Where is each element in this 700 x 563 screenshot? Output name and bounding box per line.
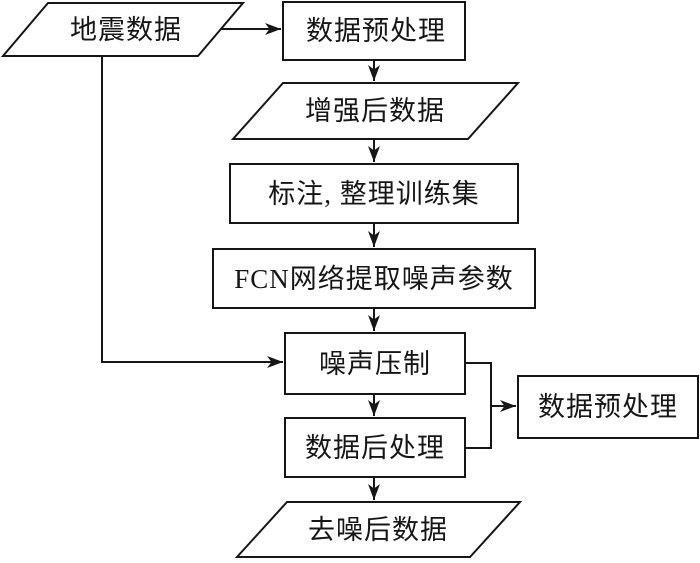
node-fcn-extract-noise-params-label: FCN网络提取噪声参数 bbox=[234, 264, 514, 294]
node-augmented-data-label: 增强后数据 bbox=[305, 96, 445, 126]
node-data-preprocessing-top: 数据预处理 bbox=[282, 1, 466, 61]
node-data-preprocessing-top-label: 数据预处理 bbox=[306, 16, 446, 46]
node-data-postprocessing: 数据后处理 bbox=[284, 417, 466, 478]
parallelogram-augmented-data bbox=[230, 82, 521, 140]
rect-data-preprocessing-right bbox=[517, 375, 699, 439]
node-augmented-data: 增强后数据 bbox=[230, 82, 521, 140]
rect-noise-suppression bbox=[284, 332, 466, 395]
node-denoised-data: 去噪后数据 bbox=[234, 501, 523, 558]
rect-data-postprocessing bbox=[284, 417, 466, 478]
node-label-organize-training-set: 标注, 整理训练集 bbox=[229, 163, 519, 224]
edge-seismic-to-suppression bbox=[101, 56, 283, 368]
rect-label-organize-training-set bbox=[229, 163, 519, 224]
rect-fcn-extract-noise-params bbox=[212, 248, 536, 309]
parallelogram-seismic-data bbox=[0, 2, 246, 57]
parallelogram-denoised-data bbox=[234, 501, 523, 558]
node-denoised-data-label: 去噪后数据 bbox=[308, 515, 448, 545]
node-noise-suppression-label: 噪声压制 bbox=[319, 349, 431, 379]
node-data-preprocessing-right-label: 数据预处理 bbox=[538, 392, 678, 422]
edges bbox=[101, 23, 516, 500]
node-data-preprocessing-right: 数据预处理 bbox=[517, 375, 699, 439]
node-seismic-data: 地震数据 bbox=[0, 2, 246, 57]
node-seismic-data-label: 地震数据 bbox=[70, 15, 182, 45]
node-fcn-extract-noise-params: FCN网络提取噪声参数 bbox=[212, 248, 536, 309]
node-noise-suppression: 噪声压制 bbox=[284, 332, 466, 395]
node-label-organize-training-set-label: 标注, 整理训练集 bbox=[268, 179, 480, 209]
rect-data-preprocessing-top bbox=[282, 1, 466, 61]
node-data-postprocessing-label: 数据后处理 bbox=[305, 433, 445, 463]
